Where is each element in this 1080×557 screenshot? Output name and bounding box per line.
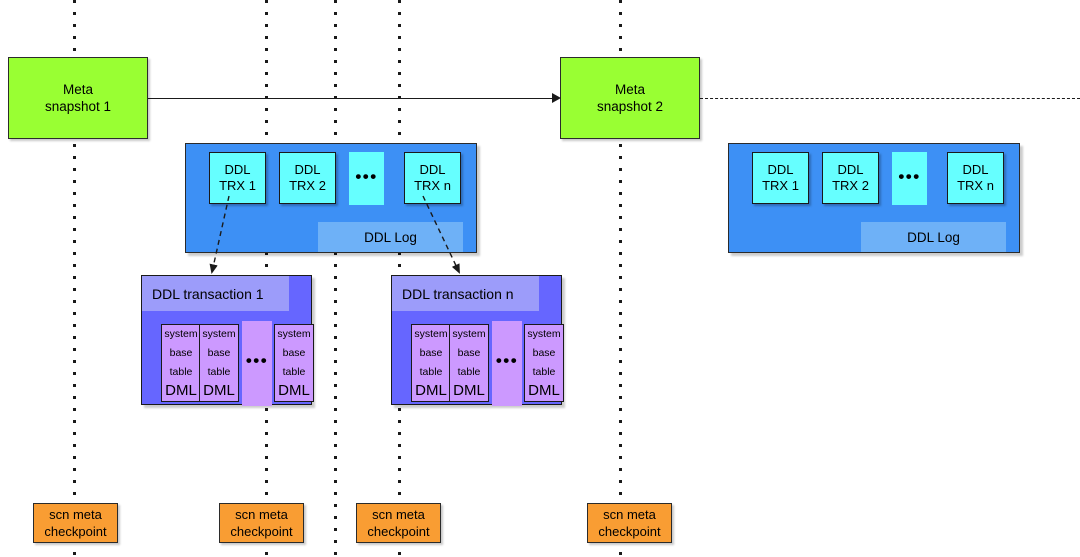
checkpoint-label-line2: checkpoint: [598, 524, 661, 539]
ddl-trx-label-line1: DDL: [419, 162, 446, 177]
sbt-line-1: system: [277, 328, 311, 340]
ddl-log-label: DDL Log: [318, 222, 463, 252]
ddl-trx-1-to-transaction-1: [209, 195, 230, 275]
checkpoint-label-line2: checkpoint: [230, 524, 293, 539]
scn-meta-checkpoint-2[interactable]: scn meta checkpoint: [219, 503, 304, 543]
ddl-trx-label-line2: TRX n: [414, 178, 451, 193]
ddl-trx-ellipsis[interactable]: •••: [349, 152, 384, 205]
ddl-transaction-title: DDL transaction n: [392, 276, 539, 311]
sbt-dml-label: DML: [165, 382, 197, 399]
sbt-line-2: base: [532, 347, 556, 359]
ddl-trx-label-line2: TRX n: [957, 178, 994, 193]
system-base-table-dml-ellipsis[interactable]: •••: [242, 321, 272, 406]
meta-snapshot-label-line1: Meta: [614, 82, 645, 97]
ddl-trx-label-line1: DDL: [962, 162, 989, 177]
checkpoint-label-line2: checkpoint: [367, 524, 430, 539]
ddl-trx-n-to-transaction-n: [422, 195, 460, 274]
meta-snapshot-label-line2: snapshot 2: [596, 99, 664, 114]
ddl-trx-label-line2: TRX 1: [219, 178, 256, 193]
sbt-line-1: system: [452, 328, 486, 340]
checkpoint-label-line1: scn meta: [603, 507, 656, 522]
ddl-trx-label-line1: DDL: [837, 162, 864, 177]
meta-snapshot-label: Meta snapshot 2: [597, 81, 663, 115]
sbt-line-2: base: [169, 347, 193, 359]
ddl-trx-label-line1: DDL: [767, 162, 794, 177]
timeline-rule-5: [619, 0, 622, 557]
timeline-continuation-dashed-line: [700, 98, 1080, 99]
timeline-rule-1: [73, 0, 76, 557]
ddl-log-label: DDL Log: [861, 222, 1006, 252]
sbt-dml-label: DML: [453, 382, 485, 399]
ddl-trx-label-line2: TRX 2: [289, 178, 326, 193]
sbt-line-2: base: [419, 347, 443, 359]
snapshot-connector-line: [148, 98, 552, 99]
sbt-line-2: base: [207, 347, 231, 359]
meta-snapshot-label-line2: snapshot 1: [44, 99, 112, 114]
scn-meta-checkpoint-4[interactable]: scn meta checkpoint: [587, 503, 672, 543]
meta-snapshot-1[interactable]: Meta snapshot 1: [8, 57, 148, 139]
system-base-table-dml-ellipsis[interactable]: •••: [492, 321, 522, 406]
checkpoint-label-line1: scn meta: [49, 507, 102, 522]
sbt-line-3: table: [532, 366, 556, 378]
ddl-transaction-title: DDL transaction 1: [142, 276, 289, 311]
sbt-dml-label: DML: [203, 382, 235, 399]
checkpoint-label-line2: checkpoint: [44, 524, 107, 539]
sbt-line-2: base: [282, 347, 306, 359]
sbt-line-3: table: [169, 366, 193, 378]
meta-snapshot-label-line1: Meta: [62, 82, 93, 97]
sbt-dml-label: DML: [528, 382, 560, 399]
scn-meta-checkpoint-1[interactable]: scn meta checkpoint: [33, 503, 118, 543]
scn-meta-checkpoint-3[interactable]: scn meta checkpoint: [356, 503, 441, 543]
sbt-line-1: system: [202, 328, 236, 340]
checkpoint-label-line1: scn meta: [372, 507, 425, 522]
sbt-line-1: system: [414, 328, 448, 340]
timeline-rule-3: [334, 0, 337, 557]
sbt-dml-label: DML: [278, 382, 310, 399]
sbt-line-1: system: [164, 328, 198, 340]
meta-snapshot-label: Meta snapshot 1: [45, 81, 111, 115]
checkpoint-label-line1: scn meta: [235, 507, 288, 522]
ddl-trx-label-line2: TRX 1: [762, 178, 799, 193]
ddl-trx-ellipsis[interactable]: •••: [892, 152, 927, 205]
sbt-dml-label: DML: [415, 382, 447, 399]
sbt-line-3: table: [457, 366, 481, 378]
sbt-line-3: table: [282, 366, 306, 378]
sbt-line-3: table: [419, 366, 443, 378]
ddl-trx-label-line1: DDL: [224, 162, 251, 177]
sbt-line-3: table: [207, 366, 231, 378]
ddl-trx-label-line2: TRX 2: [832, 178, 869, 193]
sbt-line-2: base: [457, 347, 481, 359]
ddl-trx-label-line1: DDL: [294, 162, 321, 177]
snapshot-connector-arrowhead: [552, 93, 561, 103]
sbt-line-1: system: [527, 328, 561, 340]
